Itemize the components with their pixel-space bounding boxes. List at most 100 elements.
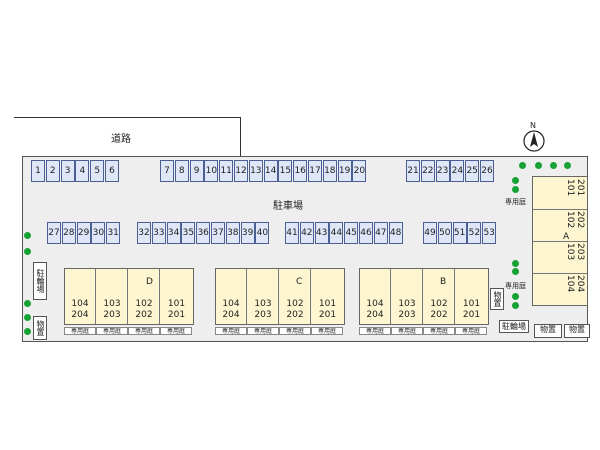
unit-101: 201 101: [533, 177, 587, 210]
private-garden: 専用庭: [128, 327, 160, 335]
road-line-corner: [240, 117, 241, 156]
private-garden: 専用庭: [391, 327, 423, 335]
building-A: 201 101 202 102 203 103 204 104 A: [532, 176, 588, 306]
unit-104: 204 104: [565, 275, 585, 293]
tree-icon: [512, 260, 519, 267]
private-garden: 専用庭: [279, 327, 311, 335]
parking-space: 6: [105, 160, 119, 182]
tree-icon: [512, 177, 519, 184]
parking-space: 27: [47, 222, 61, 244]
private-garden: 専用庭: [455, 327, 487, 335]
parking-space: 33: [151, 222, 166, 244]
bike-parking-left: 駐輪場: [33, 262, 47, 300]
parking-space: 53: [482, 222, 497, 244]
parking-space: 12: [234, 160, 248, 182]
parking-space: 49: [423, 222, 437, 244]
parking-space: 13: [248, 160, 263, 182]
parking-space: 10: [204, 160, 219, 182]
tree-icon: [512, 268, 519, 275]
parking-space: 47: [373, 222, 388, 244]
parking-space: 28: [61, 222, 76, 244]
parking-space: 35: [181, 222, 196, 244]
building-B-name: B: [440, 277, 447, 287]
private-garden-A-bottom: 専用庭: [505, 282, 526, 290]
parking-space: 34: [166, 222, 181, 244]
storage-bottom-2: 物置: [564, 324, 590, 338]
parking-label: 駐車場: [273, 201, 303, 212]
tree-icon: [24, 328, 31, 335]
storage-bottom-1: 物置: [534, 324, 562, 338]
private-garden: 専用庭: [64, 327, 96, 335]
parking-space: 5: [90, 160, 105, 182]
parking-space: 21: [406, 160, 420, 182]
parking-space: 23: [435, 160, 450, 182]
parking-space: 36: [196, 222, 211, 244]
parking-space: 37: [211, 222, 225, 244]
tree-icon: [535, 162, 542, 169]
tree-icon: [24, 314, 31, 321]
parking-space: 8: [174, 160, 189, 182]
parking-space: 38: [225, 222, 240, 244]
parking-space: 39: [240, 222, 255, 244]
parking-space: 15: [278, 160, 293, 182]
parking-space: 19: [337, 160, 352, 182]
parking-space: 51: [452, 222, 467, 244]
parking-space: 25: [465, 160, 480, 182]
tree-icon: [550, 162, 557, 169]
parking-space: 48: [388, 222, 403, 244]
parking-space: 3: [60, 160, 75, 182]
parking-space: 44: [329, 222, 344, 244]
parking-space: 17: [308, 160, 322, 182]
parking-space: 2: [45, 160, 60, 182]
private-garden: 専用庭: [359, 327, 391, 335]
parking-space: 43: [314, 222, 329, 244]
tree-icon: [519, 162, 526, 169]
parking-space: 31: [106, 222, 121, 244]
parking-space: 24: [450, 160, 465, 182]
parking-space: 18: [322, 160, 337, 182]
parking-space: 9: [189, 160, 204, 182]
parking-space: 40: [255, 222, 270, 244]
building-C-name: C: [296, 277, 303, 287]
parking-space: 20: [352, 160, 367, 182]
parking-space: 30: [91, 222, 106, 244]
north-arrow-icon: N: [519, 121, 549, 153]
private-garden: 専用庭: [215, 327, 247, 335]
private-garden-A-top: 専用庭: [505, 198, 526, 206]
parking-space: 46: [359, 222, 373, 244]
tree-icon: [24, 232, 31, 239]
building-A-name: A: [563, 232, 570, 242]
parking-space: 45: [344, 222, 359, 244]
parking-space: 14: [263, 160, 278, 182]
tree-icon: [564, 162, 571, 169]
north-label: N: [530, 121, 536, 130]
storage-left: 物置: [33, 316, 47, 340]
bike-parking-bottom: 駐輪場: [499, 320, 529, 333]
tree-icon: [24, 300, 31, 307]
tree-icon: [24, 248, 31, 255]
road-line-top: [14, 117, 240, 118]
parking-space: 32: [137, 222, 151, 244]
tree-icon: [512, 186, 519, 193]
unit-103: 203 103: [533, 241, 587, 274]
parking-space: 29: [76, 222, 91, 244]
tree-icon: [512, 293, 519, 300]
parking-space: 16: [293, 160, 308, 182]
parking-space: 52: [467, 222, 482, 244]
building-D-name: D: [146, 277, 153, 287]
parking-space: 50: [437, 222, 452, 244]
unit-102: 202 102: [533, 209, 587, 242]
parking-space: 26: [480, 160, 494, 182]
